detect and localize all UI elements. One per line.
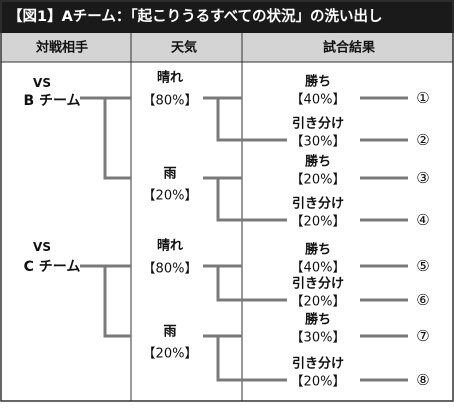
weather-branch-line (203, 334, 287, 382)
opponent-branch-line (80, 96, 131, 180)
result-label-win: 勝ち (305, 242, 331, 258)
header-weather: 天気 (171, 40, 197, 56)
result-probability: 【20%】 (291, 375, 346, 390)
weather-branch-line (203, 96, 287, 142)
weather-probability: 【20%】 (143, 189, 198, 204)
weather-probability: 【20%】 (143, 347, 198, 362)
weather-label-rain: 雨 (163, 167, 176, 182)
figure-title: 【図1】Aチーム：「起こりうるすべての状況」の洗い出し (8, 7, 383, 25)
weather-branch-line (203, 264, 287, 302)
outcome-number: ① (416, 89, 429, 107)
result-label-win: 勝ち (305, 154, 331, 170)
result-label-win: 勝ち (305, 312, 331, 328)
outcome-number: ⑥ (416, 291, 429, 309)
weather-probability: 【80%】 (143, 262, 198, 277)
result-probability: 【40%】 (291, 261, 346, 276)
result-probability: 【20%】 (291, 295, 346, 310)
result-probability: 【20%】 (291, 215, 346, 230)
result-label-draw: 引き分け (292, 276, 344, 292)
result-probability: 【20%】 (291, 173, 346, 188)
outcome-number: ⑦ (416, 327, 429, 345)
outcome-number: ③ (416, 169, 429, 187)
header-band (1, 33, 453, 62)
weather-probability: 【80%】 (143, 94, 198, 109)
outcome-number: ⑤ (416, 257, 429, 275)
weather-label-rain: 雨 (163, 325, 176, 340)
result-label-win: 勝ち (305, 74, 331, 90)
result-label-draw: 引き分け (292, 356, 344, 372)
result-probability: 【30%】 (291, 135, 346, 150)
opponent-name: B チーム (23, 93, 80, 109)
outcome-number: ② (416, 131, 429, 149)
opponent-name: C チーム (24, 259, 81, 275)
result-label-draw: 引き分け (292, 116, 344, 132)
header-result: 試合結果 (323, 40, 375, 56)
opponent-vs-label: VS (33, 76, 51, 90)
header-opponent: 対戦相手 (35, 40, 88, 56)
weather-label-sunny: 晴れ (157, 70, 183, 86)
result-label-draw: 引き分け (292, 196, 344, 212)
opponent-branch-line (80, 264, 131, 338)
weather-branch-line (203, 176, 287, 222)
weather-label-sunny: 晴れ (157, 238, 183, 254)
result-probability: 【30%】 (291, 331, 346, 346)
outcome-number: ⑧ (416, 371, 429, 389)
opponent-vs-label: VS (33, 240, 51, 254)
outcome-number: ④ (416, 211, 429, 229)
title-bar (0, 0, 454, 33)
result-probability: 【40%】 (291, 93, 346, 108)
